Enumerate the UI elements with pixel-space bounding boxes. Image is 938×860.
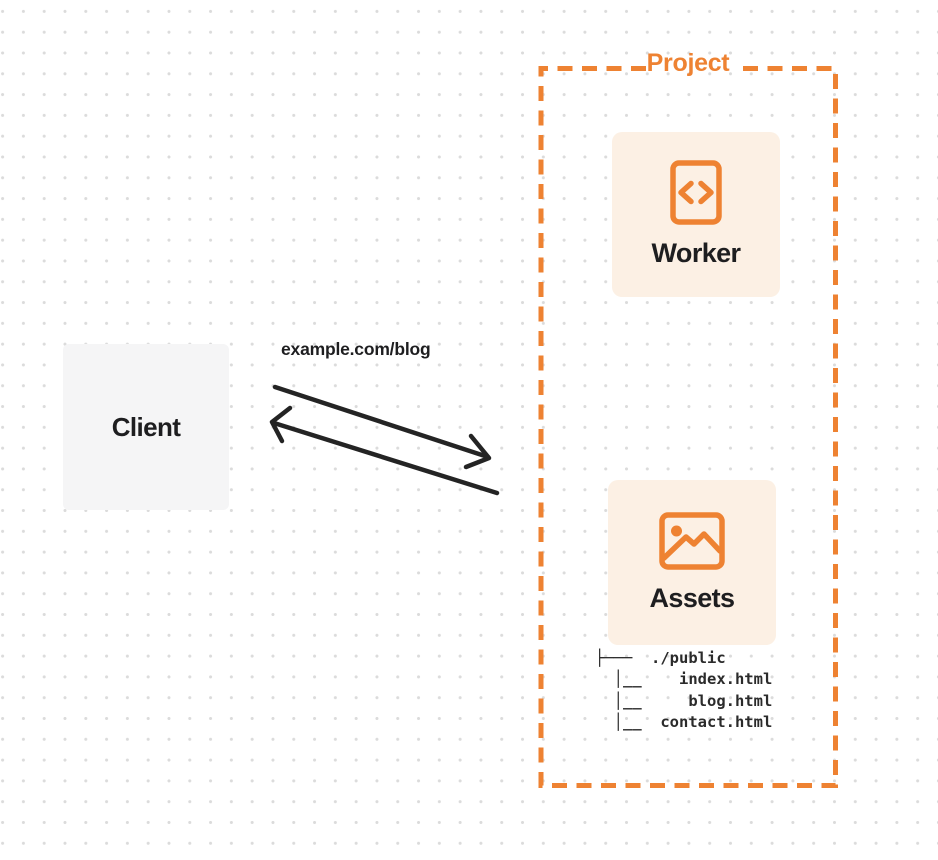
assets-node: Assets bbox=[608, 480, 776, 645]
request-arrow bbox=[272, 384, 492, 470]
code-document-icon bbox=[670, 160, 722, 225]
response-arrowhead bbox=[269, 405, 293, 444]
request-arrowhead bbox=[463, 433, 492, 470]
assets-label: Assets bbox=[649, 582, 736, 613]
response-arrow bbox=[269, 405, 500, 496]
worker-node: Worker bbox=[612, 132, 780, 297]
image-icon bbox=[659, 511, 725, 570]
project-label: Project bbox=[646, 49, 730, 77]
client-node: Client bbox=[63, 344, 229, 510]
request-url-label: example.com/blog bbox=[281, 339, 431, 359]
worker-label: Worker bbox=[651, 238, 742, 268]
client-label: Client bbox=[111, 411, 181, 442]
file-tree: ├─── ./public │__ index.html │__ blog.ht… bbox=[595, 649, 773, 731]
